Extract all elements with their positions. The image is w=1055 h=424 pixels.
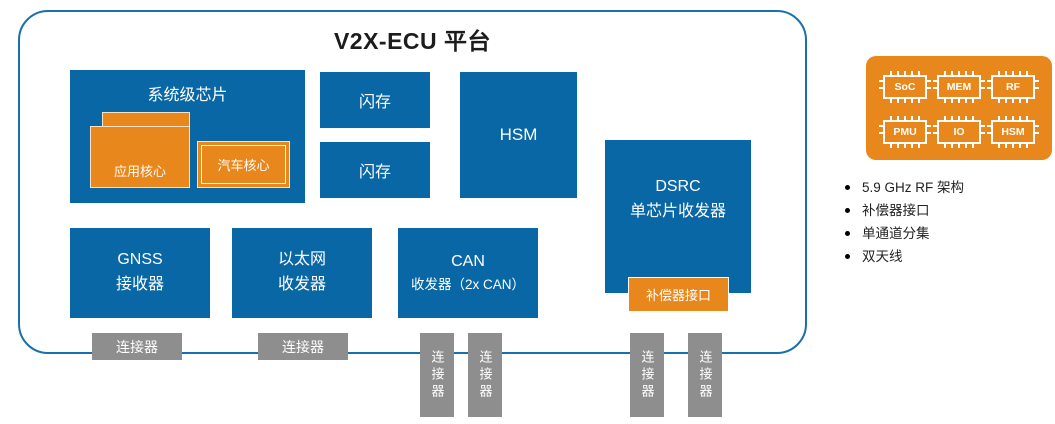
bullet-dot	[845, 208, 850, 213]
feature-list: 5.9 GHz RF 架构 补偿器接口 单通道分集 双天线	[845, 176, 1050, 268]
feature-item-rf: 5.9 GHz RF 架构	[845, 176, 1050, 199]
can-label-line2: 收发器（2x CAN）	[410, 276, 525, 292]
feature-item-compensator: 补偿器接口	[845, 199, 1050, 222]
bullet-dot	[845, 185, 850, 190]
flash-block-top: 闪存	[320, 72, 430, 128]
connector-can-1: 连接器	[420, 333, 454, 417]
app-core-block: 应用核心	[90, 126, 190, 188]
soc-block-label: 系统级芯片	[147, 87, 228, 104]
gnss-label-line1: GNSS	[117, 251, 163, 269]
chip-label-io: IO	[953, 125, 965, 138]
gnss-receiver-block: GNSS 接收器	[70, 228, 210, 318]
hsm-block: HSM	[460, 72, 577, 198]
mem-chip-icon: MEM	[937, 70, 981, 103]
can-label-line1: CAN	[451, 253, 485, 271]
diagram-title: V2X-ECU 平台	[333, 28, 492, 54]
compensator-interface-block: 补偿器接口	[628, 277, 729, 312]
connector-ethernet: 连接器	[258, 333, 348, 360]
chip-label-mem: MEM	[946, 80, 972, 93]
ethernet-label-line2: 收发器	[277, 276, 326, 293]
ethernet-transceiver-block: 以太网 收发器	[232, 228, 372, 318]
bullet-dot	[845, 254, 850, 259]
gnss-label-line2: 接收器	[115, 276, 164, 293]
dsrc-block: DSRC 单芯片收发器	[605, 140, 751, 293]
hsm-chip-icon: HSM	[991, 115, 1035, 148]
flash-block-bottom: 闪存	[320, 142, 430, 198]
rf-chip-icon: RF	[991, 70, 1035, 103]
chip-label-hsm: HSM	[1001, 125, 1025, 138]
dsrc-label-line2: 单芯片收发器	[629, 202, 726, 220]
soc-chip-icon: SoC	[883, 70, 927, 103]
can-transceiver-block: CAN 收发器（2x CAN）	[398, 228, 538, 318]
feature-text: 5.9 GHz RF 架构	[862, 180, 965, 195]
feature-item-diversity: 单通道分集	[845, 222, 1050, 245]
dsrc-label-line1: DSRC	[655, 177, 701, 195]
connector-gnss: 连接器	[92, 333, 182, 360]
chipset-panel: SoC MEM RF PMU IO HSM	[866, 56, 1052, 160]
bullet-dot	[845, 231, 850, 236]
feature-text: 单通道分集	[862, 226, 930, 241]
connector-dsrc-1: 连接器	[630, 333, 664, 417]
feature-text: 补偿器接口	[862, 203, 930, 218]
io-chip-icon: IO	[937, 115, 981, 148]
connector-can-2: 连接器	[468, 333, 502, 417]
connector-dsrc-2: 连接器	[688, 333, 722, 417]
feature-item-antenna: 双天线	[845, 245, 1050, 268]
ethernet-label-line1: 以太网	[277, 251, 326, 269]
chip-label-rf: RF	[1006, 80, 1020, 93]
auto-core-block: 汽车核心	[197, 141, 290, 188]
chip-label-soc: SoC	[894, 80, 916, 93]
feature-text: 双天线	[862, 249, 903, 264]
chip-label-pmu: PMU	[893, 125, 917, 138]
chip-grid: SoC MEM RF PMU IO HSM	[866, 56, 1052, 160]
pmu-chip-icon: PMU	[883, 115, 927, 148]
